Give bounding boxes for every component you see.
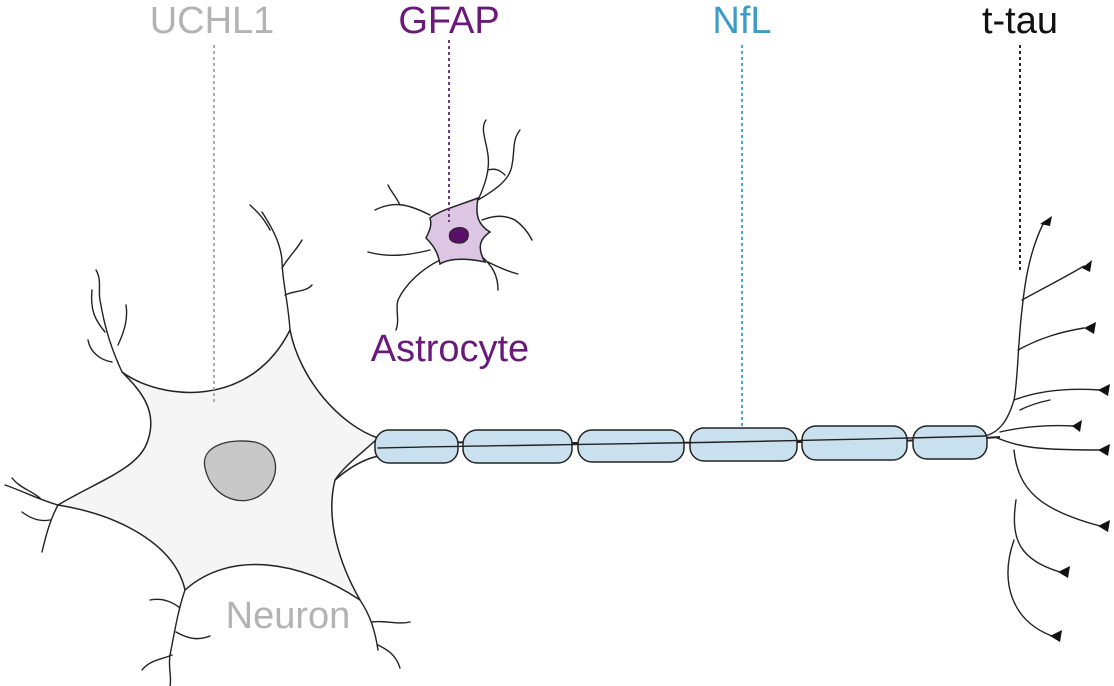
synaptic-bouton	[1082, 260, 1092, 272]
synaptic-bouton	[1072, 420, 1082, 432]
synaptic-bouton	[1098, 520, 1110, 532]
ttau-label: t-tau	[982, 0, 1058, 42]
myelin-segment	[912, 425, 988, 460]
neuron-dendrites	[4, 204, 411, 686]
neuron-label: Neuron	[226, 595, 351, 637]
synaptic-bouton	[1098, 444, 1110, 456]
synaptic-bouton	[1040, 216, 1052, 226]
astrocyte-label: Astrocyte	[371, 328, 529, 370]
myelin-segment	[689, 427, 798, 462]
nfl-label: NfL	[712, 0, 771, 42]
astrocyte-nucleus	[448, 227, 469, 244]
synaptic-bouton	[1050, 630, 1062, 642]
myelin-sheath	[374, 425, 988, 464]
gfap-label: GFAP	[398, 0, 499, 42]
synaptic-bouton	[1058, 566, 1070, 578]
synaptic-bouton	[1084, 322, 1096, 334]
myelin-segment	[577, 429, 685, 463]
axon-terminals	[984, 216, 1110, 642]
myelin-segment	[801, 425, 908, 461]
neuron	[4, 204, 1110, 686]
synaptic-bouton	[1098, 384, 1110, 396]
neuron-nucleus	[203, 440, 277, 502]
uchl1-label: UCHL1	[150, 0, 275, 42]
astrocyte	[367, 119, 533, 331]
